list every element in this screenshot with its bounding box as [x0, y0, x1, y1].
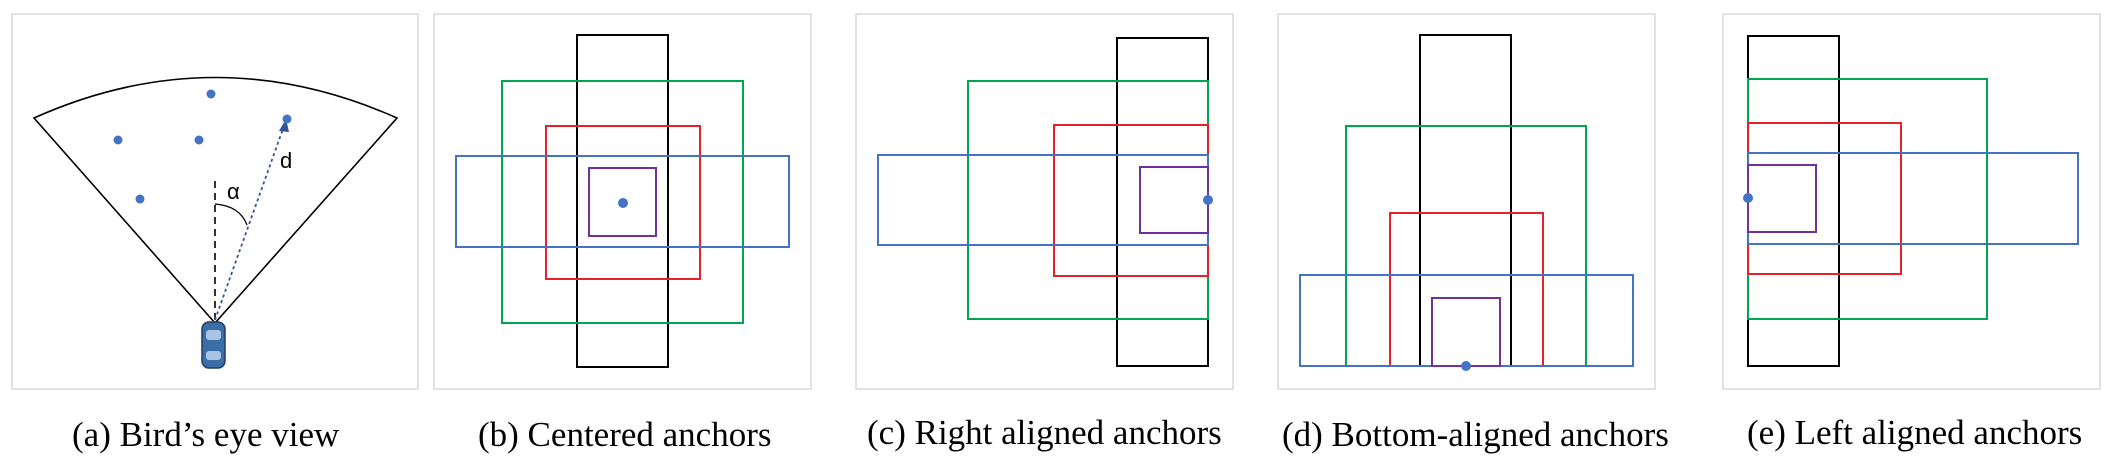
caption-b: (b) Centered anchors: [478, 415, 772, 454]
detection-point: [135, 194, 145, 204]
detection-point: [282, 114, 292, 124]
panel-e-left-aligned-anchors: [1722, 13, 2101, 390]
anchor-blue: [1299, 274, 1634, 367]
angle-label: α: [227, 179, 240, 204]
panel-a-frame: [11, 13, 419, 390]
detection-point: [206, 89, 216, 99]
panel-c-right-aligned-anchors: [855, 13, 1234, 390]
anchor-green: [1747, 78, 1988, 320]
angle-arc: [214, 203, 248, 226]
anchor-purple: [1747, 164, 1817, 233]
anchor-purple: [1139, 166, 1209, 234]
anchor-point: [1203, 195, 1213, 205]
detection-point: [194, 135, 204, 145]
anchor-blue: [877, 154, 1209, 246]
panel-e-frame: [1722, 13, 2101, 390]
caption-c: (c) Right aligned anchors: [867, 413, 1222, 452]
anchor-black: [1116, 37, 1209, 367]
anchor-red: [1053, 124, 1209, 277]
panel-a-birds-eye-view: α d: [11, 13, 419, 390]
anchor-purple: [588, 167, 657, 237]
sensor-fan: [32, 76, 399, 325]
caption-d: (d) Bottom-aligned anchors: [1282, 415, 1669, 454]
anchor-red: [1747, 122, 1902, 275]
anchor-green: [1345, 125, 1587, 367]
panel-b-centered-anchors: [433, 13, 812, 390]
car-icon: [201, 321, 226, 369]
anchor-point: [1743, 193, 1753, 203]
caption-e: (e) Left aligned anchors: [1747, 413, 2083, 452]
anchor-point: [1461, 361, 1471, 371]
detection-point: [113, 135, 123, 145]
anchor-green: [967, 80, 1209, 320]
anchor-black: [1747, 35, 1840, 367]
panel-b-frame: [433, 13, 812, 390]
anchor-blue: [455, 155, 790, 248]
anchor-red: [545, 125, 701, 280]
anchor-red: [1389, 212, 1544, 367]
anchor-black: [576, 34, 669, 368]
panel-d-frame: [1277, 13, 1656, 390]
anchor-green: [501, 80, 744, 324]
panel-c-frame: [855, 13, 1234, 390]
caption-a: (a) Bird’s eye view: [72, 415, 340, 454]
panel-d-bottom-aligned-anchors: [1277, 13, 1656, 390]
anchor-purple: [1431, 297, 1501, 367]
distance-label: d: [280, 148, 292, 173]
distance-ray: [214, 125, 285, 321]
anchor-point: [618, 198, 628, 208]
anchor-black: [1419, 34, 1512, 367]
anchor-blue: [1747, 152, 2079, 245]
